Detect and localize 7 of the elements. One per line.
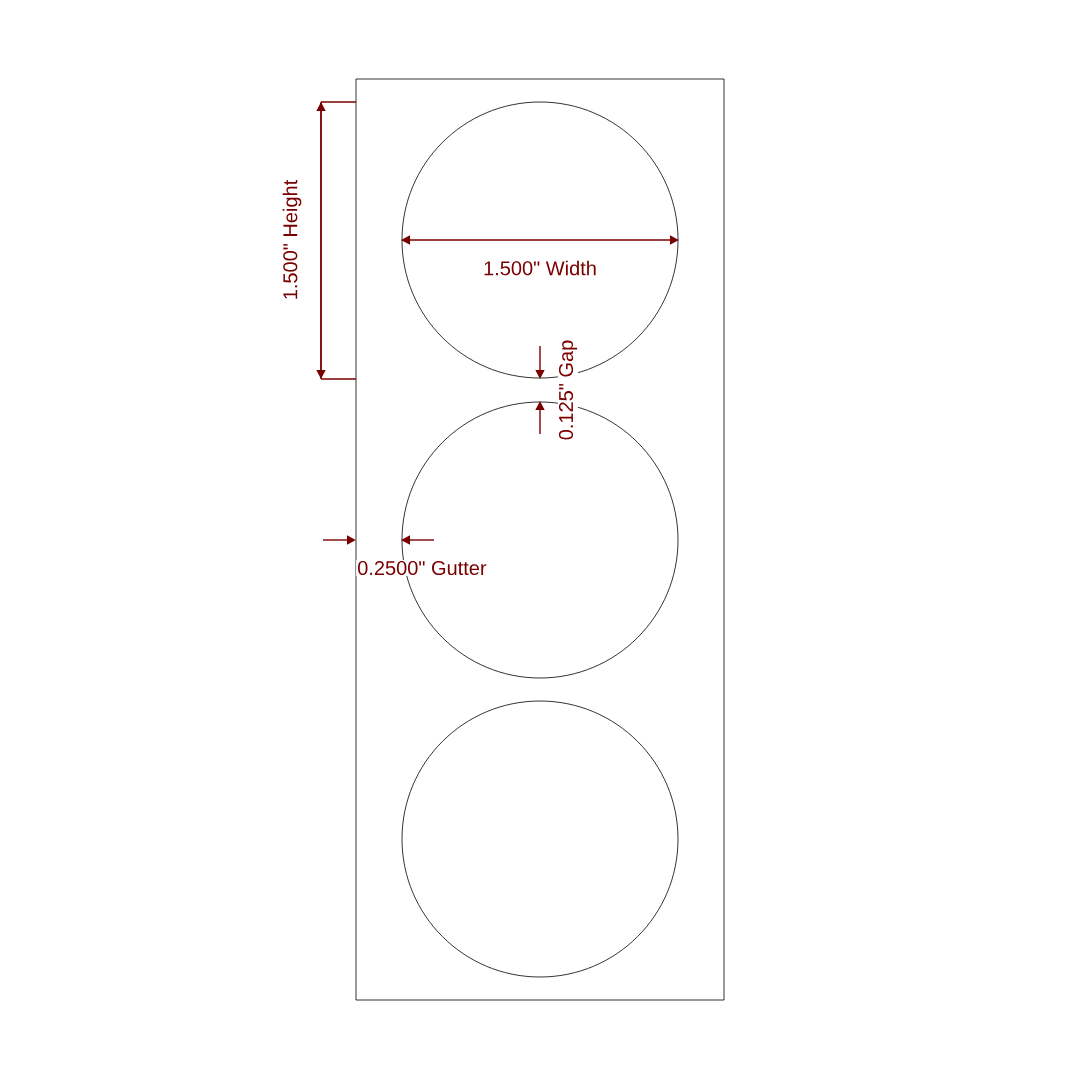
dimension-label: 0.125" Gap [557,338,579,442]
sheet-outline [355,78,725,1001]
label-circle [401,700,679,978]
label-circle [401,101,679,379]
dimension-label: 1.500" Width [482,259,598,277]
dimension-label: 1.500" Height [281,178,303,302]
dimension-label: 0.2500" Gutter [356,559,488,577]
